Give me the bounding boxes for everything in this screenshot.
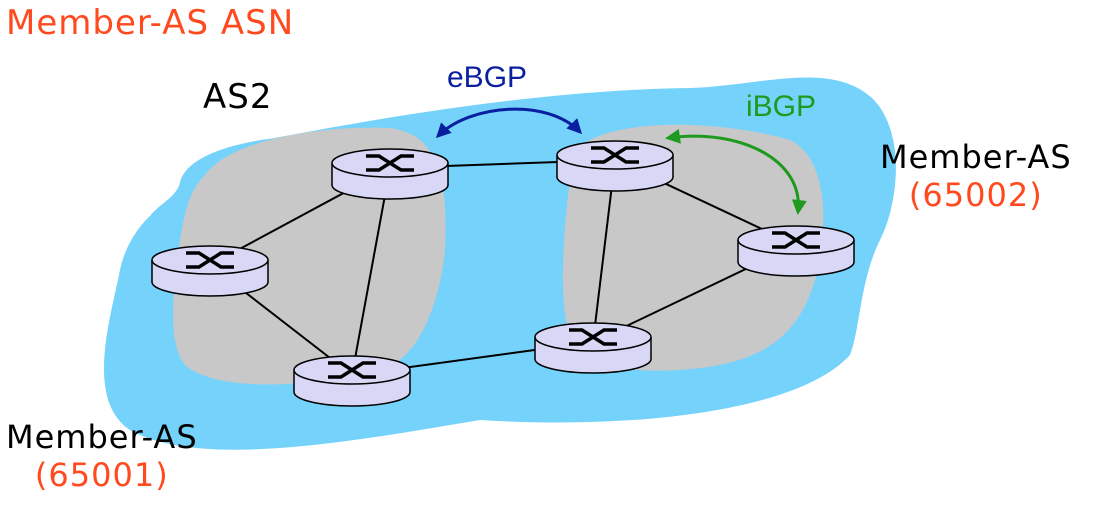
- router-icon: [292, 354, 412, 408]
- member-as-65001-label: Member-AS (65001): [6, 418, 198, 495]
- member-as-asn: (65002): [908, 176, 1043, 215]
- router-icon: [150, 244, 270, 298]
- member-as-asn: (65001): [34, 456, 169, 495]
- ibgp-arrow: [665, 128, 807, 215]
- as2-label: AS2: [203, 77, 273, 117]
- router-icon: [330, 147, 450, 201]
- ebgp-arrow: [435, 107, 583, 139]
- page-title: Member-AS ASN: [6, 3, 295, 43]
- router-icon: [533, 321, 653, 375]
- ibgp-label: iBGP: [746, 90, 817, 123]
- router-icon: [555, 139, 675, 193]
- member-as-name: Member-AS: [6, 418, 198, 456]
- member-as-name: Member-AS: [880, 138, 1072, 176]
- ebgp-label: eBGP: [447, 61, 528, 94]
- member-as-65002-label: Member-AS (65002): [880, 138, 1072, 215]
- router-icon: [736, 224, 856, 278]
